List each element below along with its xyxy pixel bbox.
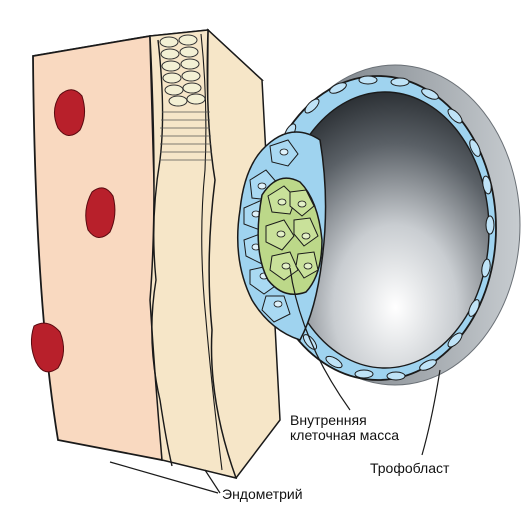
epithelial-cell (163, 73, 181, 83)
nucleus (280, 149, 288, 155)
epithelial-cell (162, 61, 180, 71)
epithelial-cell (180, 47, 198, 57)
nucleus (282, 263, 290, 269)
nucleus (304, 263, 312, 269)
epithelial-cell (165, 85, 183, 95)
epithelial-cell (160, 37, 178, 47)
blastocyst (238, 65, 520, 385)
label-inner-cell-mass-line1: Внутренняя (290, 413, 399, 428)
label-inner-cell-mass: Внутренняя клеточная масса (290, 413, 399, 443)
epithelial-cell (181, 59, 199, 69)
trophoblast-cell (387, 372, 405, 380)
epithelial-cell (183, 83, 201, 93)
nucleus (302, 233, 310, 239)
trophoblast-cell (391, 78, 409, 86)
trophoblast-cell (355, 370, 373, 378)
nucleus (277, 231, 285, 237)
epithelial-cell (179, 35, 197, 45)
epithelial-cell (161, 49, 179, 59)
leader-trophoblast (422, 370, 440, 455)
trophoblast-cell (486, 216, 494, 234)
blood-vessel-spot (54, 90, 84, 136)
epithelial-cell (182, 71, 200, 81)
endometrium-stroma (33, 36, 162, 460)
label-inner-cell-mass-line2: клеточная масса (290, 428, 399, 443)
trophoblast-cell (359, 76, 377, 84)
blood-vessel-spot (31, 323, 63, 372)
epithelial-cell (187, 94, 205, 104)
blood-vessel-spot (86, 188, 115, 238)
nucleus (258, 183, 266, 189)
nucleus (278, 199, 286, 205)
nucleus (274, 301, 282, 307)
epithelial-cell (169, 96, 187, 106)
nucleus (298, 201, 306, 207)
label-trophoblast: Трофобласт (370, 461, 449, 476)
label-endometrium: Эндометрий (222, 487, 303, 502)
